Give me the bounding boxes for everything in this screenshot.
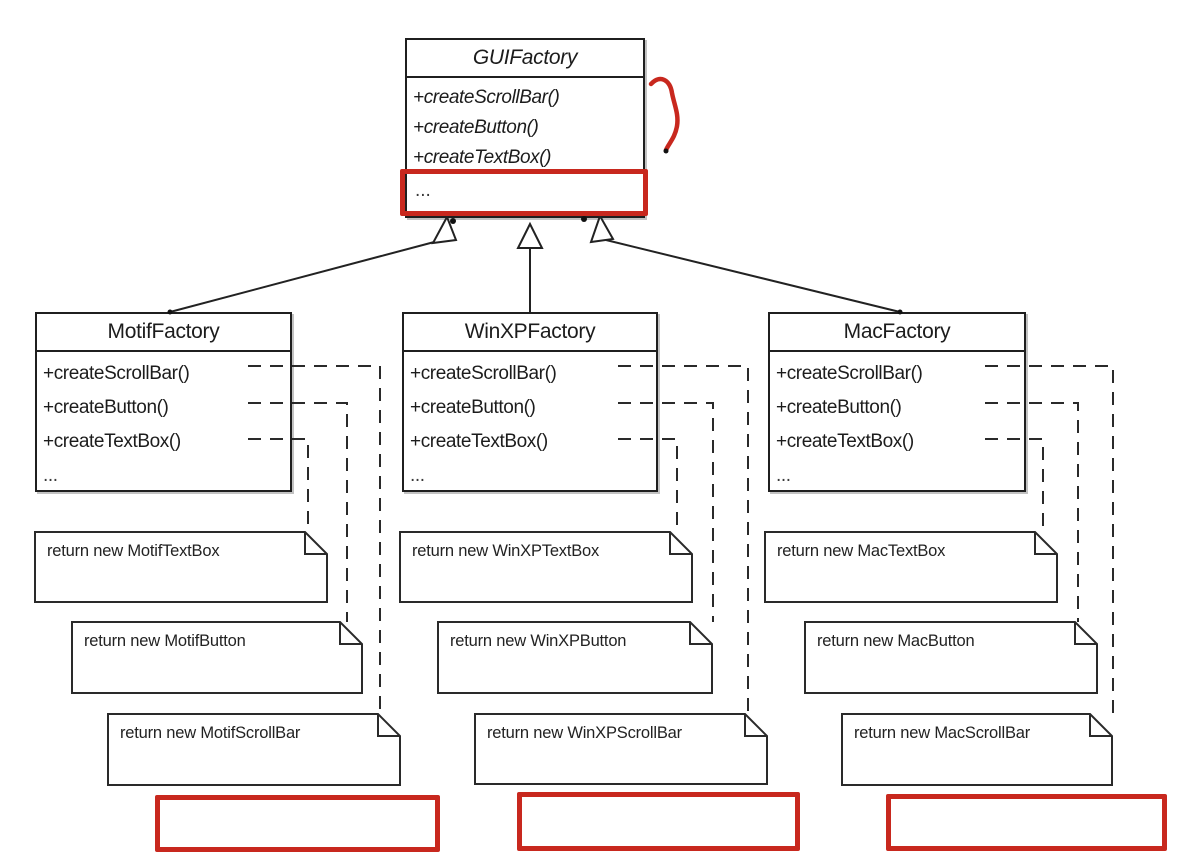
class-title: WinXPFactory	[404, 314, 656, 352]
note-fold-icon	[1034, 532, 1057, 555]
note-mac-textbox: return new MacTextBox	[777, 542, 946, 560]
class-box-guifactory: GUIFactory +createScrollBar() +createBut…	[405, 38, 645, 218]
method-create-button: +createButton()	[410, 397, 536, 418]
method-create-textbox: +createTextBox()	[776, 431, 914, 452]
method-create-button: +createButton()	[43, 397, 169, 418]
inheritance-line-mac	[605, 239, 901, 313]
inheritance-arrow-icon	[516, 221, 544, 249]
note-motif-scrollbar: return new MotifScrollBar	[120, 724, 301, 742]
inheritance-arrow-icon	[431, 214, 458, 245]
ellipsis-label: ...	[410, 465, 425, 486]
note-mac-button: return new MacButton	[817, 632, 975, 650]
note-fold-icon	[377, 714, 400, 737]
method-create-scrollbar: +createScrollBar()	[410, 363, 557, 384]
class-box-winxpfactory: WinXPFactory +createScrollBar() +createB…	[402, 312, 658, 492]
class-methods: +createScrollBar() +createButton() +crea…	[770, 352, 1024, 493]
inheritance-arrows	[431, 213, 615, 249]
squiggle-end-dot	[663, 148, 669, 154]
ellipsis-label: ...	[415, 180, 431, 201]
highlight-box-guifactory-ellipsis: ...	[400, 169, 648, 216]
red-squiggle-annotation	[648, 76, 680, 153]
note-motif-textbox: return new MotifTextBox	[47, 542, 220, 560]
class-title: MotifFactory	[37, 314, 290, 352]
inheritance-lines	[169, 239, 901, 313]
class-box-motiffactory: MotifFactory +createScrollBar() +createB…	[35, 312, 292, 492]
class-title: MacFactory	[770, 314, 1024, 352]
note-fold-icon	[1089, 714, 1112, 737]
class-title: GUIFactory	[407, 40, 643, 78]
inheritance-line-motif	[169, 240, 439, 313]
class-methods: +createScrollBar() +createButton() +crea…	[37, 352, 290, 493]
highlight-box-mac-blank	[886, 794, 1167, 851]
method-create-textbox: +createTextBox()	[43, 431, 181, 452]
ellipsis-label: ...	[776, 465, 791, 486]
note-fold-icon	[339, 622, 362, 645]
class-box-macfactory: MacFactory +createScrollBar() +createBut…	[768, 312, 1026, 492]
ellipsis-label: ...	[43, 465, 58, 486]
note-winxp-button: return new WinXPButton	[450, 632, 627, 650]
note-fold-icon	[304, 532, 327, 555]
method-create-scrollbar: +createScrollBar()	[776, 363, 923, 384]
class-methods: +createScrollBar() +createButton() +crea…	[407, 78, 643, 173]
method-create-textbox: +createTextBox()	[413, 147, 552, 168]
inheritance-arrow-icon	[589, 213, 615, 244]
note-winxp-scrollbar: return new WinXPScrollBar	[487, 724, 682, 742]
note-fold-icon	[669, 532, 692, 555]
note-mac-scrollbar: return new MacScrollBar	[854, 724, 1031, 742]
method-create-button: +createButton()	[776, 397, 902, 418]
method-create-scrollbar: +createScrollBar()	[413, 87, 560, 108]
class-methods: +createScrollBar() +createButton() +crea…	[404, 352, 656, 493]
line-end-dots	[167, 216, 903, 315]
method-create-scrollbar: +createScrollBar()	[43, 363, 190, 384]
highlight-box-motif-blank	[155, 795, 440, 852]
method-create-textbox: +createTextBox()	[410, 431, 548, 452]
note-fold-icon	[744, 714, 767, 737]
note-shapes	[34, 531, 1113, 786]
note-fold-icon	[1074, 622, 1097, 645]
highlight-box-winxp-blank	[517, 792, 800, 851]
note-winxp-textbox: return new WinXPTextBox	[412, 542, 600, 560]
method-create-button: +createButton()	[413, 117, 539, 138]
note-fold-icon	[689, 622, 712, 645]
note-motif-button: return new MotifButton	[84, 632, 246, 650]
